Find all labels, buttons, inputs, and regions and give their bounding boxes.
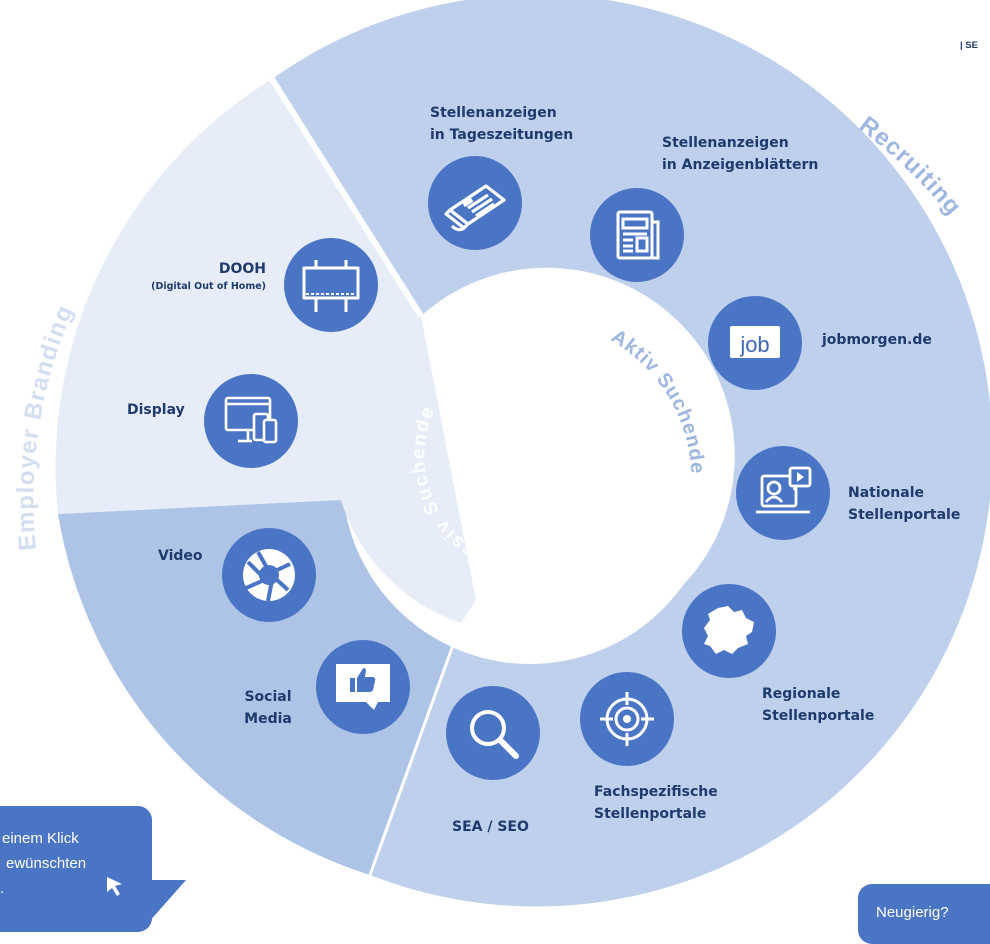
- label-anzeigenblaetter: Stellenanzeigen in Anzeigenblättern: [662, 135, 819, 173]
- label-dooh: DOOH (Digital Out of Home): [151, 261, 266, 292]
- label-tageszeitungen: Stellenanzeigen in Tageszeitungen: [430, 105, 574, 143]
- thumbs-up-icon[interactable]: [316, 640, 410, 734]
- video-call-icon[interactable]: [736, 446, 830, 540]
- news-sheet-icon[interactable]: [590, 188, 684, 282]
- header-mark: | SE: [960, 40, 978, 51]
- map-region-icon[interactable]: [682, 584, 776, 678]
- hint-line-2: ewünschten: [6, 855, 87, 872]
- aperture-icon[interactable]: [222, 528, 316, 622]
- label-fachspezifische: Fachspezifische Stellenportale: [594, 784, 718, 822]
- search-icon[interactable]: [446, 686, 540, 780]
- passiv-suchende-area: [338, 316, 476, 623]
- job-icon[interactable]: job: [708, 296, 802, 390]
- target-icon[interactable]: [580, 672, 674, 766]
- label-social-media: Social Media: [244, 689, 292, 727]
- hint-line-1: einem Klick: [2, 830, 79, 847]
- label-jobmorgen: jobmorgen.de: [822, 332, 932, 348]
- bubble-tail: [140, 880, 186, 932]
- label-nationale: Nationale Stellenportale: [848, 485, 961, 523]
- devices-icon[interactable]: [204, 374, 298, 468]
- hint-bubble-left[interactable]: einem Klick ewünschten .: [0, 806, 152, 932]
- svg-text:job: job: [739, 332, 769, 357]
- label-display: Display: [127, 402, 185, 418]
- employer-branding-segment-lower: [58, 500, 461, 875]
- pointer-cursor-icon: [107, 877, 122, 896]
- label-video: Video: [158, 548, 203, 564]
- employer-branding-segment-upper: [55, 79, 421, 514]
- label-sea-seo: SEA / SEO: [452, 819, 529, 835]
- curious-text: Neugierig?: [876, 904, 949, 921]
- hint-line-3: .: [0, 880, 5, 897]
- newspaper-icon[interactable]: [428, 156, 522, 250]
- billboard-icon[interactable]: [284, 238, 378, 332]
- label-regionale: Regionale Stellenportale: [762, 686, 875, 724]
- curious-bubble[interactable]: Neugierig?: [858, 884, 990, 944]
